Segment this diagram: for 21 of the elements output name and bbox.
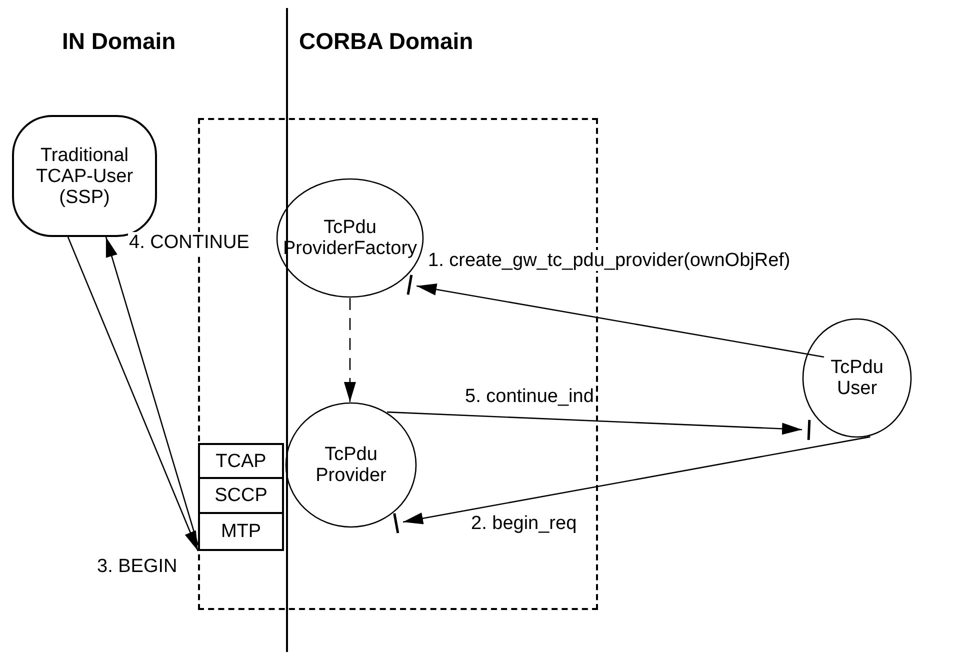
node-label: TcPdu User [830,357,884,399]
arrow [344,298,356,402]
node-label: TcPdu Provider [316,444,386,486]
edge-label: 1. create_gw_tc_pdu_provider(ownObjRef) [427,250,792,271]
domain-heading: IN Domain [62,28,176,55]
arrow [67,236,199,552]
arrow [406,274,824,358]
edge-label: 2. begin_req [470,513,578,534]
node-label: MTP [220,521,262,542]
edge-label: 4. CONTINUE [128,232,250,253]
arrow [387,411,811,442]
protocol-layer-box [198,512,284,551]
edge-label: 5. continue_ind [464,386,595,407]
protocol-layer-box [198,477,284,514]
protocol-layer-box [198,443,284,479]
node-label: Traditional TCAP-User (SSP) [34,144,134,208]
node-label: TCAP [216,450,266,472]
arrow [393,436,870,534]
domain-heading: CORBA Domain [299,28,474,55]
node-label: SCCP [214,485,268,506]
arrow [105,236,199,546]
